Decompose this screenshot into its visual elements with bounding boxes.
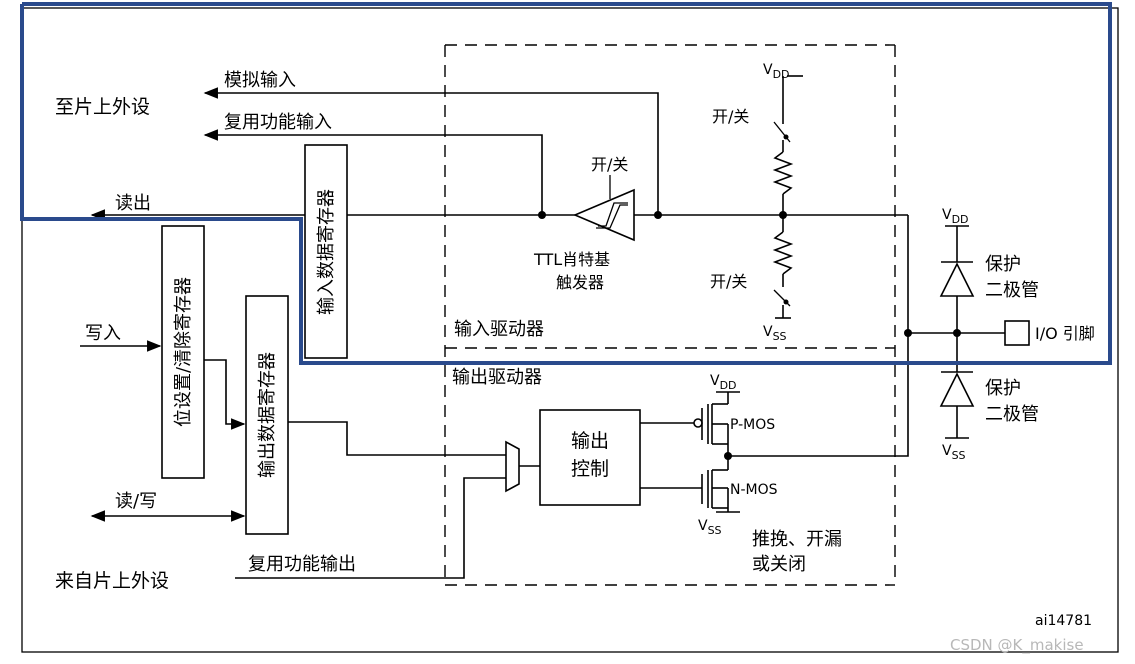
label-to-peripheral: 至片上外设 <box>55 96 150 118</box>
bit-set-reset-register-box <box>161 225 205 479</box>
label-pmos: P-MOS <box>730 417 775 433</box>
label-read-write: 读/写 <box>115 491 157 512</box>
label-protect-top-line1: 保护 <box>985 254 1021 275</box>
alt-func-input-wire <box>203 129 543 215</box>
protection-diode-top <box>939 225 975 333</box>
alt-func-output-wire <box>235 477 506 579</box>
label-mode-line1: 推挽、开漏 <box>752 529 842 550</box>
label-from-peripheral: 来自片上外设 <box>55 570 169 592</box>
analog-input-wire <box>203 87 659 215</box>
output-data-to-mux-wire <box>288 421 506 456</box>
label-bit-set-reset-register: 位设置/清除寄存器 <box>173 277 194 427</box>
label-vdd-pmos: VDD <box>710 373 737 392</box>
label-schmitt-line2: 触发器 <box>556 273 604 292</box>
nmos-transistor <box>701 444 740 513</box>
label-vss-main: VSS <box>763 324 787 343</box>
pull-up-resistor-branch <box>772 75 803 215</box>
label-output-control-line1: 输出 <box>571 430 609 452</box>
driver-region-dashed <box>444 44 896 586</box>
watermark: CSDN @K_makise <box>950 636 1084 655</box>
label-vss-protect: VSS <box>942 443 966 462</box>
label-schmitt-line1: TTL肖特基 <box>533 250 610 269</box>
pmos-transistor <box>701 391 740 445</box>
label-vdd-protect: VDD <box>942 207 969 226</box>
input-path-highlight <box>20 2 1112 365</box>
label-write-in: 写入 <box>85 323 121 344</box>
label-protect-top-line2: 二极管 <box>985 280 1039 301</box>
schmitt-trigger <box>572 175 635 242</box>
label-on-off-pullup: 开/关 <box>712 107 749 126</box>
junction-dot <box>538 211 546 219</box>
label-on-off-pulldown: 开/关 <box>710 272 747 291</box>
output-control-box <box>539 409 641 506</box>
input-signal-line <box>347 214 1005 334</box>
label-analog-input: 模拟输入 <box>224 70 296 91</box>
label-protect-bot-line2: 二极管 <box>985 404 1039 425</box>
figure-id: ai14781 <box>1035 613 1092 629</box>
set-reset-to-output-wire <box>204 359 246 430</box>
junction-dot <box>654 211 662 219</box>
output-multiplexer <box>505 440 520 493</box>
label-vdd-main: VDD <box>763 62 790 81</box>
label-mode-line2: 或关闭 <box>752 554 806 575</box>
output-to-pin-wire <box>728 333 909 457</box>
label-protect-bot-line1: 保护 <box>985 378 1021 399</box>
protection-diode-bottom <box>939 333 975 439</box>
label-read-out: 读出 <box>115 193 151 214</box>
label-output-control-line2: 控制 <box>571 458 609 480</box>
outer-frame <box>21 7 1119 653</box>
label-input-driver: 输入驱动器 <box>454 319 544 340</box>
output-data-register-box <box>245 295 289 535</box>
label-on-off-trigger: 开/关 <box>591 155 628 174</box>
label-output-data-register: 输出数据寄存器 <box>257 352 278 478</box>
label-input-data-register: 输入数据寄存器 <box>316 189 337 315</box>
label-alt-func-output: 复用功能输出 <box>248 554 356 575</box>
io-pin-pad[interactable] <box>1004 320 1030 346</box>
label-io-pin: I/O 引脚 <box>1035 324 1095 343</box>
label-vss-nmos: VSS <box>698 518 722 537</box>
label-output-driver: 输出驱动器 <box>452 367 542 388</box>
label-alt-func-input: 复用功能输入 <box>224 112 332 133</box>
label-nmos: N-MOS <box>730 482 778 498</box>
pull-down-resistor-branch <box>772 215 794 319</box>
input-data-register-box <box>304 144 348 359</box>
